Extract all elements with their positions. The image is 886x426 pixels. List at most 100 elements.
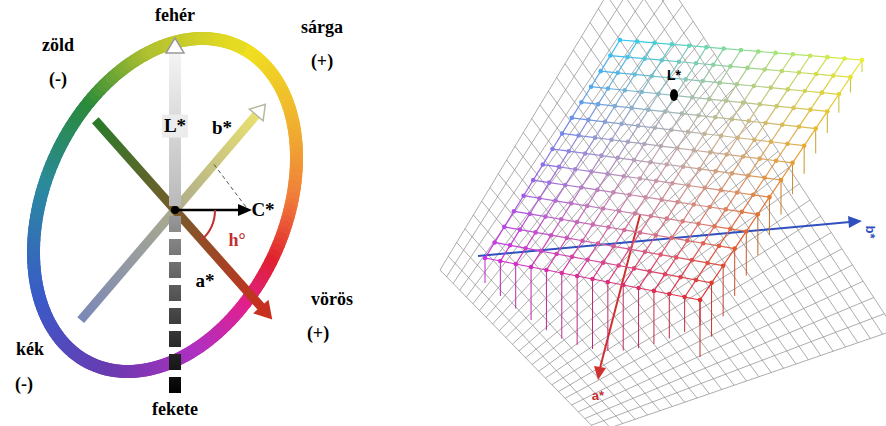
gamut-mesh-line	[715, 101, 726, 117]
gamut-point	[627, 192, 632, 197]
gamut-mesh-line	[788, 73, 799, 90]
gamut-point	[580, 238, 585, 243]
grid-line	[552, 216, 821, 385]
color-label: zöld	[42, 36, 74, 56]
gamut-point	[567, 149, 572, 154]
gamut-mesh-line	[685, 280, 696, 297]
gamut-point	[680, 111, 685, 116]
gamut-mesh-line	[765, 178, 781, 180]
gamut-point	[647, 269, 652, 274]
gamut-mesh-line	[716, 171, 732, 173]
gamut-mesh-line	[667, 148, 678, 164]
gamut-point	[617, 209, 622, 214]
gamut-wall-line	[769, 197, 770, 235]
grid-line	[640, 0, 886, 330]
gamut-point	[601, 260, 606, 265]
gamut-mesh-line	[634, 144, 644, 160]
axis-label: L*	[162, 115, 188, 138]
axis-label-3d: L*	[667, 68, 681, 83]
gamut-mesh-line	[662, 200, 678, 202]
gamut-mesh-line	[520, 230, 536, 233]
gamut-point	[633, 211, 638, 216]
gamut-wall-line	[684, 297, 685, 332]
gamut-mesh-line	[565, 185, 581, 187]
b-arrowhead	[249, 104, 265, 120]
gamut-mesh-line	[677, 132, 688, 148]
gamut-point	[547, 180, 552, 185]
a-arrowhead	[255, 301, 272, 318]
gamut-point	[683, 77, 688, 82]
gamut-mesh-line	[585, 153, 601, 155]
gamut-mesh-line	[716, 154, 727, 171]
gamut-point	[732, 246, 737, 251]
gamut-wall-line	[757, 214, 758, 255]
gamut-point	[696, 113, 701, 118]
grid-line	[440, 270, 598, 426]
gamut-point	[728, 64, 733, 69]
gamut-mesh-line	[816, 57, 827, 74]
gamut-point	[808, 107, 813, 112]
gamut-mesh-line	[793, 54, 810, 55]
gamut-mesh-line	[582, 241, 598, 244]
gamut-mesh-line	[615, 90, 625, 106]
gamut-mesh-line	[788, 127, 799, 144]
gamut-mesh-line	[562, 133, 578, 135]
gamut-mesh-line	[605, 106, 615, 122]
gamut-point	[554, 252, 559, 257]
gamut-mesh-line	[545, 217, 561, 220]
gamut-mesh-line	[485, 242, 495, 258]
gamut-mesh-line	[624, 214, 635, 230]
gamut-mesh-line	[609, 211, 619, 227]
gamut-mesh-line	[608, 88, 625, 90]
gamut-mesh-line	[638, 126, 655, 128]
gamut-mesh-line	[595, 138, 611, 140]
gamut-point	[585, 257, 590, 262]
gamut-mesh-line	[730, 212, 741, 229]
grid-line	[573, 50, 796, 364]
gamut-mesh-line	[579, 120, 589, 136]
gamut-mesh-line	[541, 251, 556, 254]
gamut-point	[565, 236, 570, 241]
gamut-mesh-line	[777, 106, 794, 108]
gamut-point	[492, 240, 497, 245]
gamut-point	[623, 88, 628, 93]
gamut-mesh-line	[713, 49, 723, 65]
gamut-mesh-line	[687, 241, 703, 244]
gamut-mesh-line	[559, 167, 575, 169]
gamut-mesh-line	[667, 165, 683, 167]
gamut-mesh-line	[516, 264, 531, 267]
gamut-mesh-line	[689, 186, 705, 188]
gamut-mesh-line	[609, 227, 625, 230]
gamut-wall-line	[485, 258, 486, 283]
gamut-mesh-line	[715, 117, 732, 119]
gamut-point	[814, 72, 819, 77]
gamut-mesh-line	[546, 254, 556, 270]
gamut-wall-line	[723, 266, 724, 317]
gamut-mesh-line	[760, 159, 776, 161]
gamut-mesh-line	[629, 179, 639, 195]
gamut-mesh-line	[799, 73, 816, 75]
gamut-point	[593, 135, 598, 140]
gamut-point	[518, 227, 523, 232]
gamut-mesh-line	[581, 187, 597, 189]
gamut-mesh-line	[685, 297, 700, 300]
gamut-mesh-line	[683, 221, 699, 224]
gamut-mesh-line	[514, 211, 530, 214]
gamut-mesh-line	[689, 46, 706, 47]
gamut-point	[704, 45, 709, 50]
gamut-point	[780, 69, 785, 74]
gamut-point	[667, 292, 672, 297]
gamut-mesh-line	[634, 160, 650, 162]
gamut-mesh-line	[678, 202, 694, 204]
gamut-mesh-line	[799, 127, 816, 129]
gamut-mesh-line	[629, 249, 645, 252]
gamut-mesh-line	[703, 226, 714, 243]
gamut-wall-line	[515, 264, 516, 309]
gamut-mesh-line	[737, 176, 748, 193]
gamut-mesh-line	[588, 260, 603, 263]
gamut-solid	[483, 38, 865, 357]
gamut-point	[537, 196, 542, 201]
gamut-mesh-line	[495, 227, 505, 243]
gamut-mesh-line	[665, 274, 680, 277]
gamut-mesh-line	[514, 196, 524, 212]
